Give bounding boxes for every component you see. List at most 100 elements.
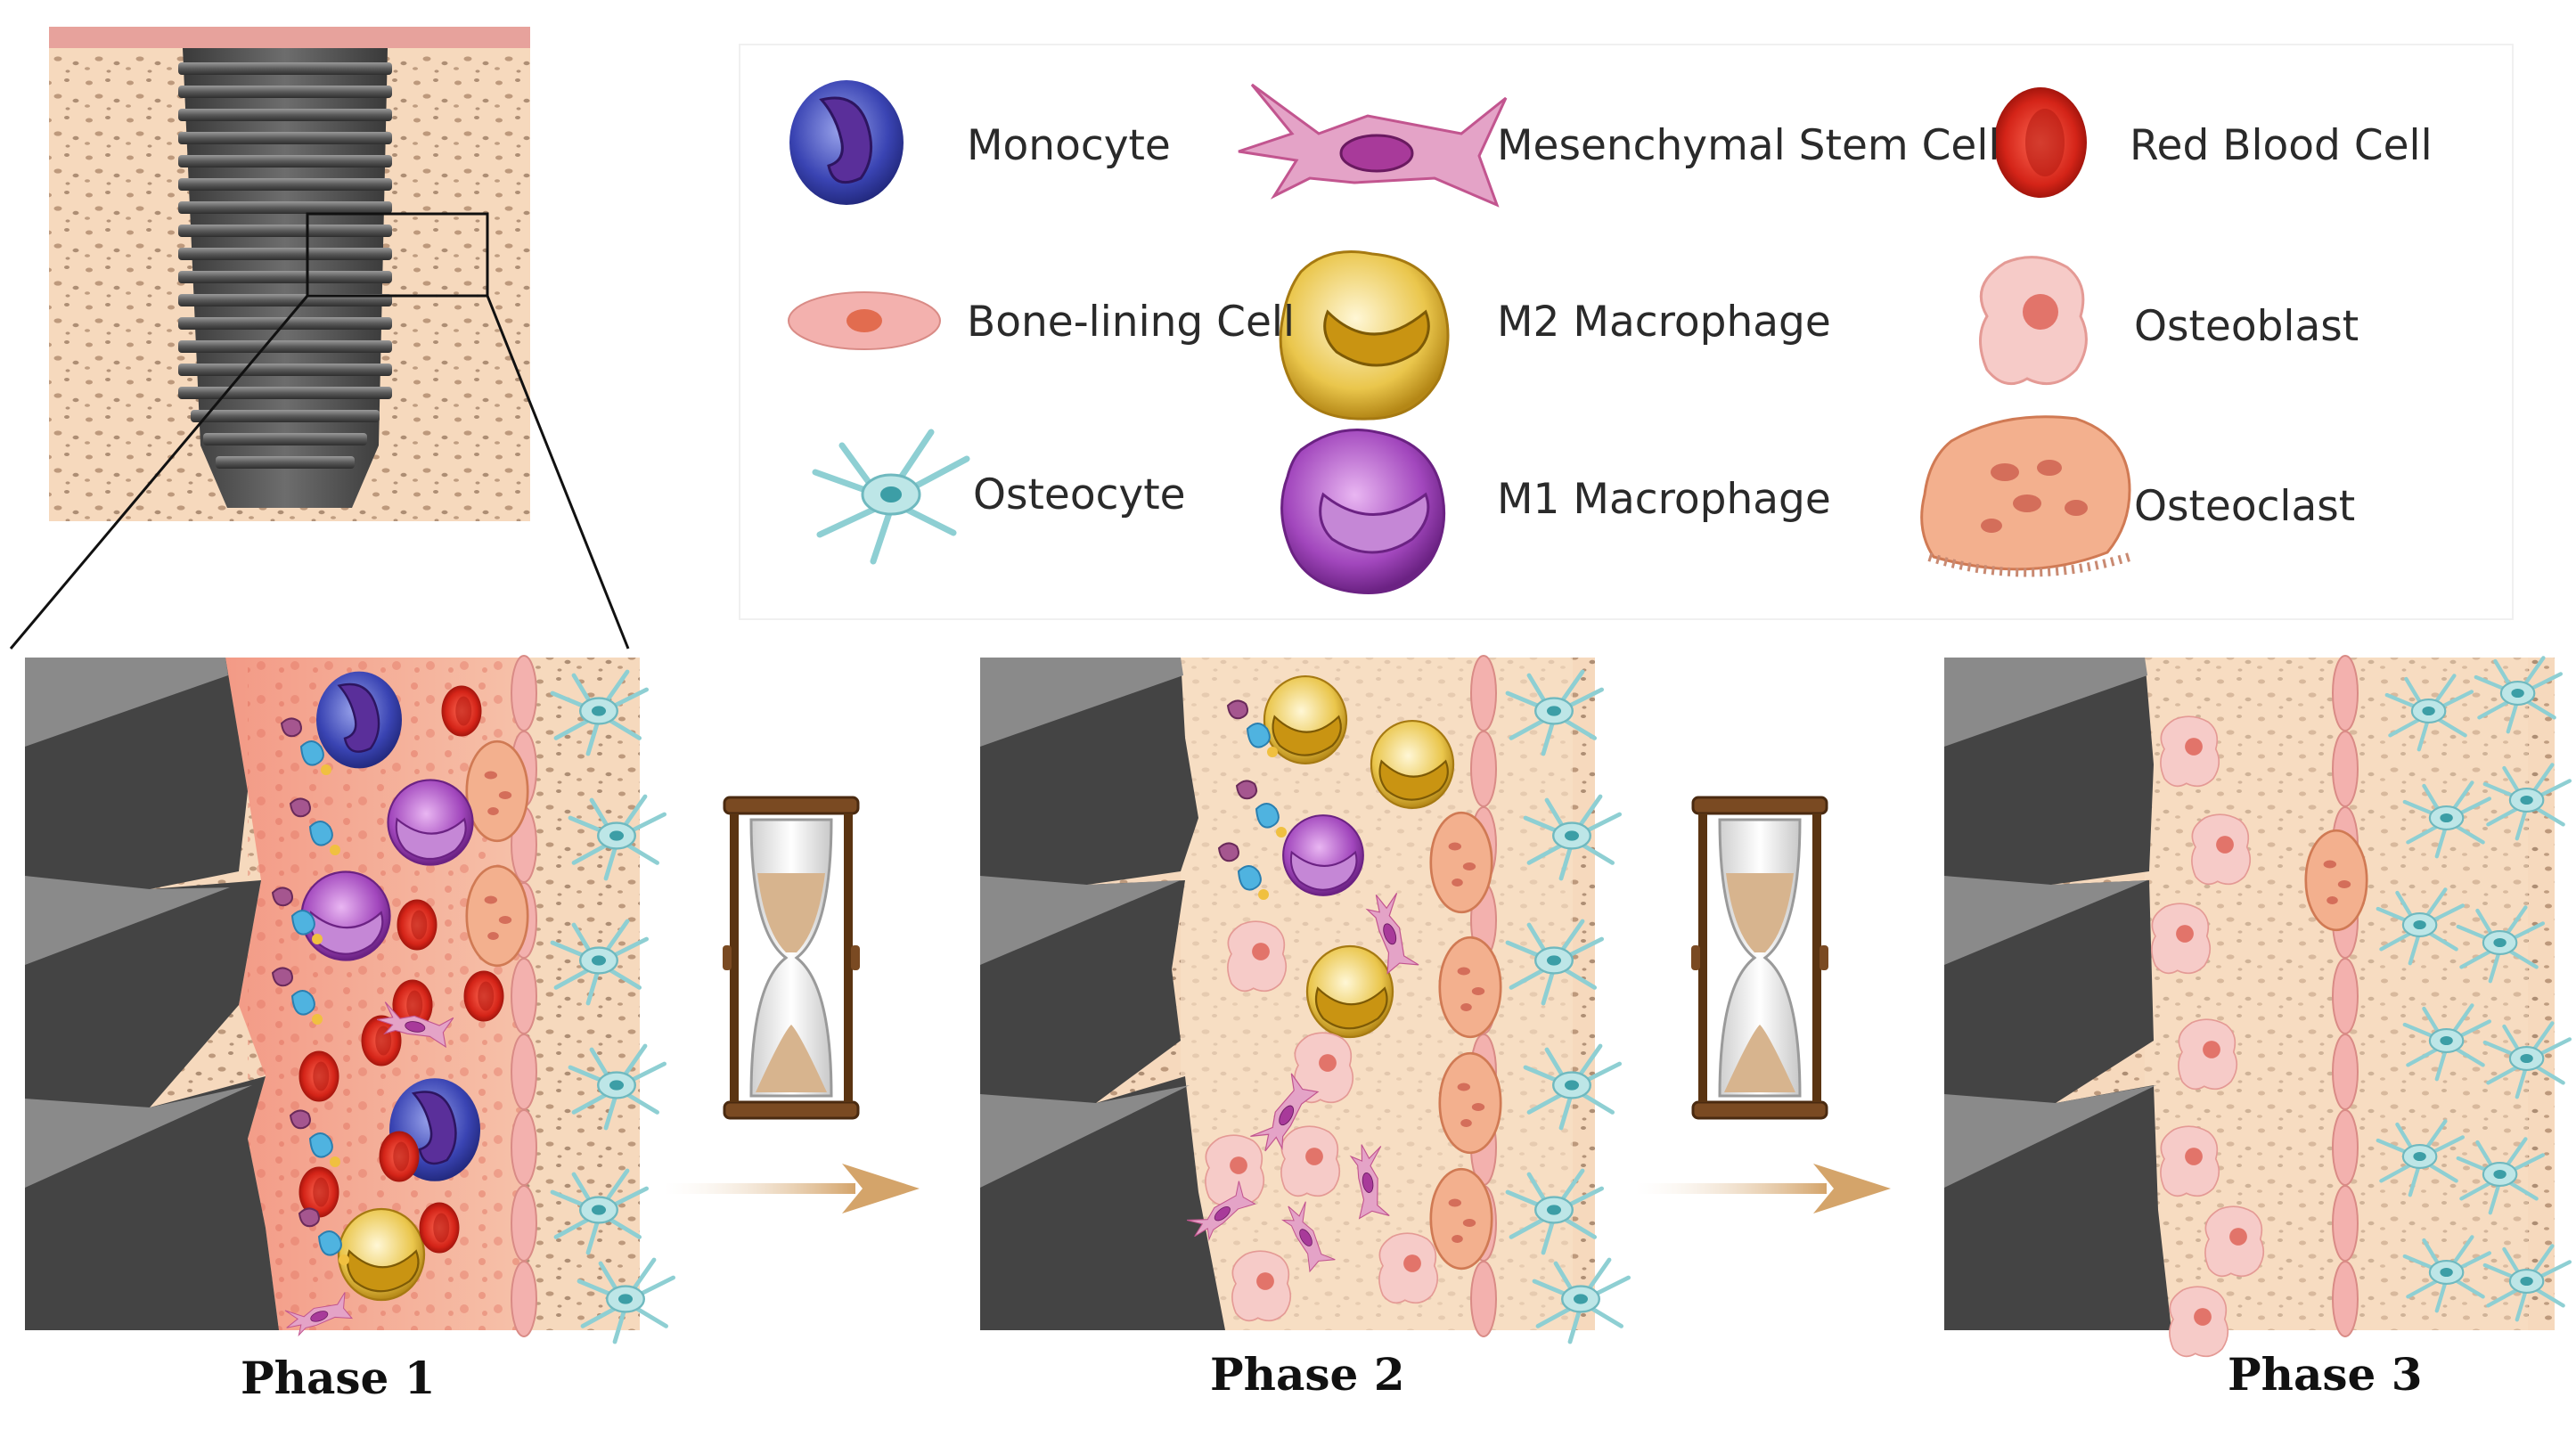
legend [739,44,2514,620]
m1-macrophage-cell [387,779,474,866]
osteocyte-cell [550,1168,650,1255]
cell-debris [271,887,323,944]
cell-debris [271,967,323,1025]
osteoblast-cell [2204,1205,2265,1278]
osteocyte-cell [2402,780,2491,859]
phase-3-label: Phase 3 [2228,1348,2423,1401]
hourglass-knob [723,945,732,970]
gingiva-band [49,27,530,48]
thread [178,225,392,237]
red-blood-cell [397,899,438,951]
red-blood-cell [441,685,482,737]
osteocyte-cell [2384,674,2474,752]
thread [191,410,380,422]
thread [178,62,392,75]
implant-highlight [25,658,228,747]
bone-lining-legend-icon [788,291,941,350]
osteoclast-cell [1438,936,1502,1039]
osteoblast-cell [2178,1018,2238,1091]
osteocyte-cell [2456,905,2545,984]
hourglass-cap [723,796,860,815]
cell-debris [289,1109,340,1167]
legend-label-m2: M2 Macrophage [1497,298,1831,347]
msc-cell [284,1292,354,1337]
m2-macrophage-cell [337,1207,426,1302]
thread [178,155,392,168]
hourglass-post [1698,813,1707,1102]
m2-macrophage-cell [1305,944,1394,1039]
legend-label-osteocyte: Osteocyte [973,470,1186,519]
thread [178,248,392,260]
hourglass-post [730,813,739,1102]
osteocyte-cell [2456,1137,2545,1215]
cell-debris [280,717,331,775]
red-blood-cell [298,1166,339,1218]
cell-debris [298,1207,349,1265]
monocyte-legend-icon [789,80,904,205]
bone-lining-cell [1470,1261,1497,1337]
hourglass-icon [1691,796,1828,1120]
osteoclast-cell [465,864,529,968]
hourglass-knob [851,945,860,970]
msc-cell [1280,1201,1336,1273]
hourglass-sand-bottom [756,1025,827,1092]
implant-highlight [980,876,1181,965]
osteocyte-cell [1523,1043,1623,1131]
thread [216,456,355,469]
osteoblast-cell [1205,1134,1265,1206]
thread [178,109,392,121]
bone-lining-cell [2332,1034,2359,1110]
osteoclast-cell [1429,1167,1493,1271]
red-blood-cell [298,1050,339,1102]
implant-highlight [1944,876,2147,965]
implant-threads [178,62,392,469]
cell-debris [289,797,340,855]
thread [178,340,392,353]
thread [178,271,392,283]
implant-highlight [25,1085,252,1188]
m2-macrophage-cell [1370,719,1455,810]
hourglass-sand-top [1726,873,1794,952]
hourglass-base [723,1100,860,1120]
legend-label-rbc: Red Blood Cell [2130,121,2433,170]
osteoclast-cell [1429,811,1493,914]
hourglass-sand-bottom [1724,1025,1795,1092]
bone-lining-cell [511,655,537,731]
bone-lining-cell [1470,655,1497,731]
osteoblast-cell [2151,903,2212,975]
msc-cell [376,1001,454,1049]
legend-label-msc: Mesenchymal Stem Cell [1497,121,2000,170]
bone-lining-cell [511,1261,537,1337]
osteocyte-cell [1505,1168,1605,1255]
osteocyte-cell [550,669,650,756]
hourglass-post [844,813,853,1102]
phase-1-label: Phase 1 [241,1352,436,1404]
osteocyte-cell [550,919,650,1006]
red-blood-cell [379,1131,420,1182]
legend-label-monocyte: Monocyte [967,121,1171,170]
msc-cell [1349,1144,1390,1220]
phase-3-panel [1944,655,2572,1358]
rbc-legend-icon [1994,87,2087,198]
cell-debris [1226,699,1278,757]
implant-surface [1944,658,2171,1330]
thread [178,86,392,98]
bone-lining-cell [1470,731,1497,807]
osteoblast-cell [2160,1125,2220,1197]
zoom-box [306,212,489,298]
thread [178,364,392,376]
osteoblast-cell [1294,1032,1354,1104]
osteocyte-legend-icon [812,429,970,565]
legend-label-osteoclast: Osteoclast [2134,482,2356,531]
hourglass-cap [1691,796,1828,815]
osteocyte-cell [1505,919,1605,1006]
osteoblast-cell [2160,715,2220,788]
osteoblast-cell [1231,1250,1292,1322]
osteoblast-cell [1378,1232,1439,1304]
osteocyte-cell [2482,1021,2572,1099]
implant-highlight [1944,1085,2156,1188]
bone-lining-cell [2332,731,2359,807]
osteoclast-cell [465,740,529,843]
legend-label-osteoblast: Osteoblast [2134,302,2359,351]
